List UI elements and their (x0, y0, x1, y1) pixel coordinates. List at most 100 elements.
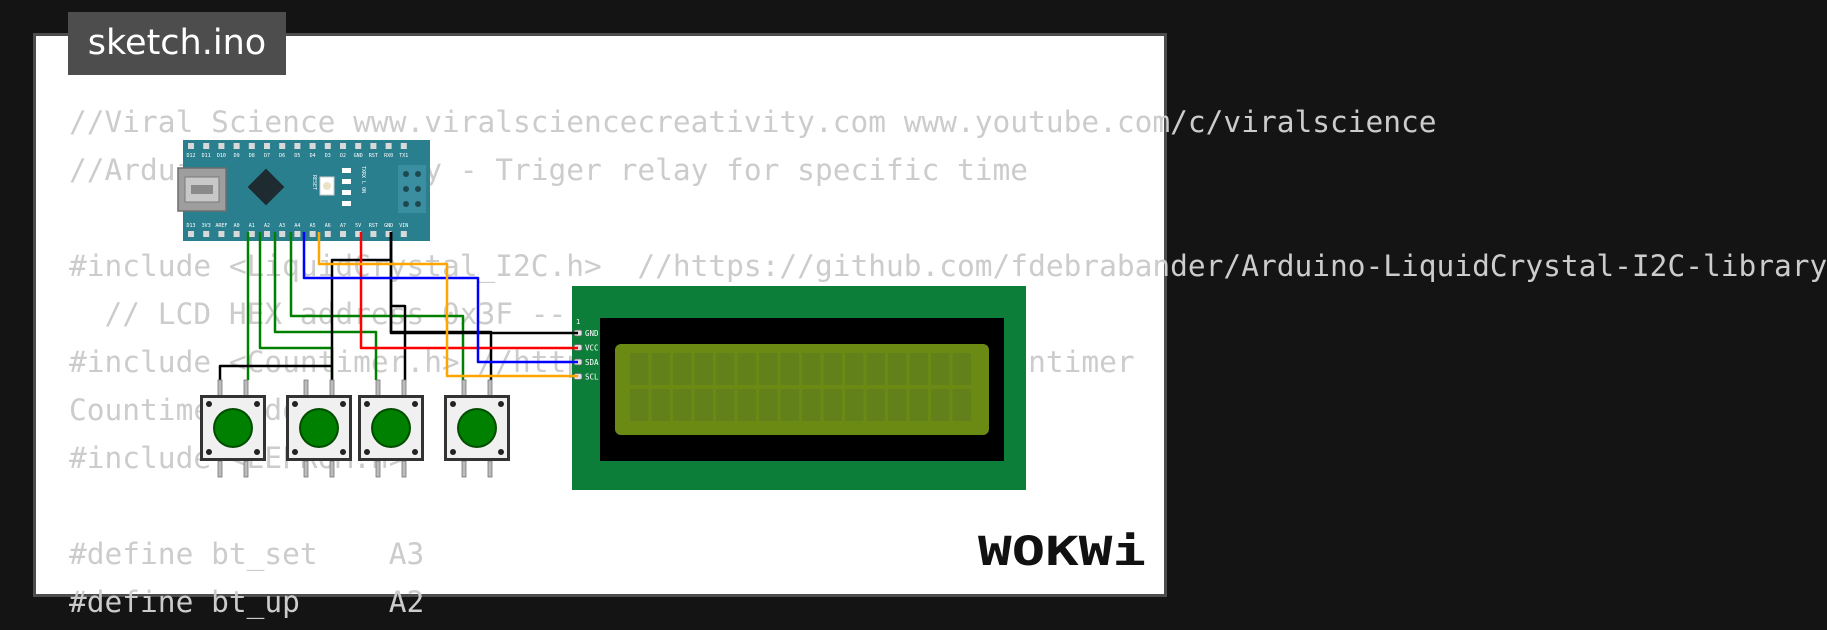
nano-pin-hole (385, 143, 392, 149)
nano-pin-label: GND (384, 223, 393, 229)
lcd-cell (931, 353, 950, 385)
nano-pin-hole (400, 143, 407, 149)
nano-pin-hole (233, 143, 240, 149)
lcd-cell (673, 353, 692, 385)
mcu-chip (247, 168, 285, 206)
lcd-cell (630, 389, 649, 421)
wire-black-gnd-lcd (389, 232, 578, 335)
nano-pin-hole (324, 143, 331, 149)
nano-pin-hole (218, 143, 225, 149)
button-2[interactable] (286, 379, 352, 478)
lcd-pin-label: SCL (585, 373, 599, 382)
lcd-cell (759, 389, 778, 421)
button-1[interactable] (200, 379, 266, 478)
file-tab[interactable]: sketch.ino (68, 12, 286, 75)
led-labels: TXRX L ON (360, 166, 366, 193)
lcd-cell (694, 389, 713, 421)
nano-pin-label: D3 (325, 153, 331, 159)
nano-pin-hole (385, 231, 392, 237)
nano-pin-hole (233, 231, 240, 237)
nano-pin-hole (370, 231, 377, 237)
nano-pin-hole (203, 143, 210, 149)
nano-pin-hole (294, 231, 301, 237)
reset-button[interactable] (319, 176, 335, 196)
nano-pin-label: VIN (399, 223, 408, 229)
nano-pin-label: A3 (279, 223, 285, 229)
lcd-pin-label: GND (585, 329, 599, 338)
nano-pin-label: TX1 (399, 153, 408, 159)
nano-pin-hole (203, 231, 210, 237)
lcd-cell (737, 389, 756, 421)
nano-pin-hole (294, 143, 301, 149)
nano-pin-label: A0 (234, 223, 240, 229)
nano-pin-label: D13 (186, 223, 195, 229)
nano-pin-label: A4 (294, 223, 300, 229)
nano-pin-label: D10 (217, 153, 226, 159)
lcd-cell (716, 389, 735, 421)
wires (218, 232, 578, 380)
lcd-cell (909, 389, 928, 421)
nano-pin-label: GND (354, 153, 363, 159)
code-line: #define bt_up A2 (69, 585, 425, 619)
code-line: #define bt_set A3 (69, 537, 425, 571)
lcd-pin-label: SDA (585, 358, 599, 367)
wire-red-vcc (359, 232, 578, 350)
lcd-cell (866, 389, 885, 421)
reset-label: RESET (311, 175, 317, 190)
lcd-cell (931, 389, 950, 421)
nano-pin-label: A7 (340, 223, 346, 229)
nano-pin-label: RX0 (384, 153, 393, 159)
lcd-cell (952, 389, 971, 421)
nano-pin-label: D8 (249, 153, 255, 159)
wire-black-gnd-a (389, 232, 407, 380)
wire-green-a2 (273, 232, 378, 380)
nano-pin-label: D9 (234, 153, 240, 159)
nano-pin-label: 5V (355, 223, 361, 229)
lcd-cell (888, 353, 907, 385)
nano-pin-label: RST (369, 223, 378, 229)
nano-pin-hole (355, 143, 362, 149)
lcd-cell (802, 353, 821, 385)
nano-pin-label: D5 (294, 153, 300, 159)
nano-pin-label: D11 (202, 153, 211, 159)
wire-blue-sda (302, 232, 578, 364)
nano-pin-label: D2 (340, 153, 346, 159)
nano-pin-hole (248, 231, 255, 237)
nano-pin-hole (324, 231, 331, 237)
lcd-cell (845, 353, 864, 385)
lcd-cell (780, 389, 799, 421)
lcd-cell (888, 389, 907, 421)
lcd-cell (651, 389, 670, 421)
lcd-cell (780, 353, 799, 385)
nano-pin-label: D6 (279, 153, 285, 159)
lcd-cell (716, 353, 735, 385)
lcd-cell (673, 389, 692, 421)
nano-pin-label: D12 (186, 153, 195, 159)
button-3[interactable] (358, 379, 424, 478)
wokwi-logo: WOKWi (978, 529, 1146, 575)
nano-pin-label: AREF (215, 223, 227, 229)
lcd-cell (759, 353, 778, 385)
lcd-cell (952, 353, 971, 385)
nano-pin-label: A2 (264, 223, 270, 229)
nano-pin-hole (264, 231, 270, 237)
nano-pin-hole (218, 231, 225, 237)
nano-pin-label: 3V3 (202, 223, 211, 229)
lcd-cell (909, 353, 928, 385)
nano-pin-label: A6 (325, 223, 331, 229)
lcd-pin-label: VCC (585, 344, 599, 353)
lcd-cell (630, 353, 649, 385)
lcd-pin-number: 1 (576, 318, 580, 326)
nano-pin-label: D4 (310, 153, 316, 159)
nano-pin-hole (309, 143, 316, 149)
wire-black-gnd-c (218, 364, 332, 380)
button-4[interactable] (444, 379, 510, 478)
nano-pin-hole (400, 231, 407, 237)
lcd-cell (866, 353, 885, 385)
nano-pin-hole (370, 143, 377, 149)
